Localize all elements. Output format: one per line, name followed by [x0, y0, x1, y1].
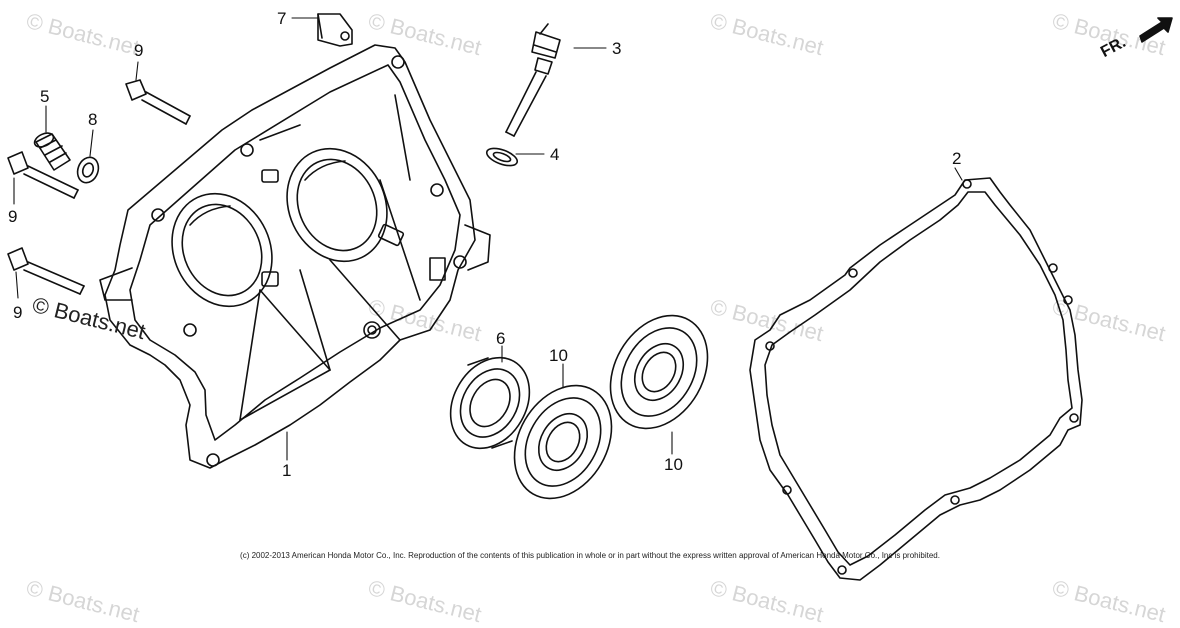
flange-bolt: [125, 79, 191, 125]
o-ring: [485, 147, 519, 167]
ball-bearing: [513, 384, 613, 500]
callout-7: 7: [277, 9, 287, 28]
oil-seal: [449, 356, 531, 450]
callout-8: 8: [88, 110, 98, 129]
callout-10: 10: [549, 346, 568, 365]
ball-bearing: [609, 314, 709, 430]
callout-4: 4: [550, 145, 560, 164]
front-direction-arrow: [1139, 17, 1173, 43]
crankcase-cover: [99, 44, 491, 469]
callout-1: 1: [282, 461, 292, 480]
dipstick: [505, 23, 561, 137]
gasket: [749, 177, 1083, 581]
drain-plug: [33, 132, 71, 171]
callout-6: 6: [496, 329, 506, 348]
flange-bolt: [7, 151, 79, 199]
callout-9: 9: [134, 41, 144, 60]
parts-diagram: [7, 13, 1173, 581]
callout-9: 9: [8, 207, 18, 226]
callout-10: 10: [664, 455, 683, 474]
clip: [317, 13, 353, 47]
flange-bolt: [7, 247, 85, 295]
washer: [76, 156, 100, 184]
callout-2: 2: [952, 149, 962, 168]
callout-5: 5: [40, 87, 50, 106]
copyright-notice: (c) 2002-2013 American Honda Motor Co., …: [240, 551, 940, 560]
leader-lines: [13, 17, 963, 461]
callout-3: 3: [612, 39, 622, 58]
callout-9: 9: [13, 303, 23, 322]
